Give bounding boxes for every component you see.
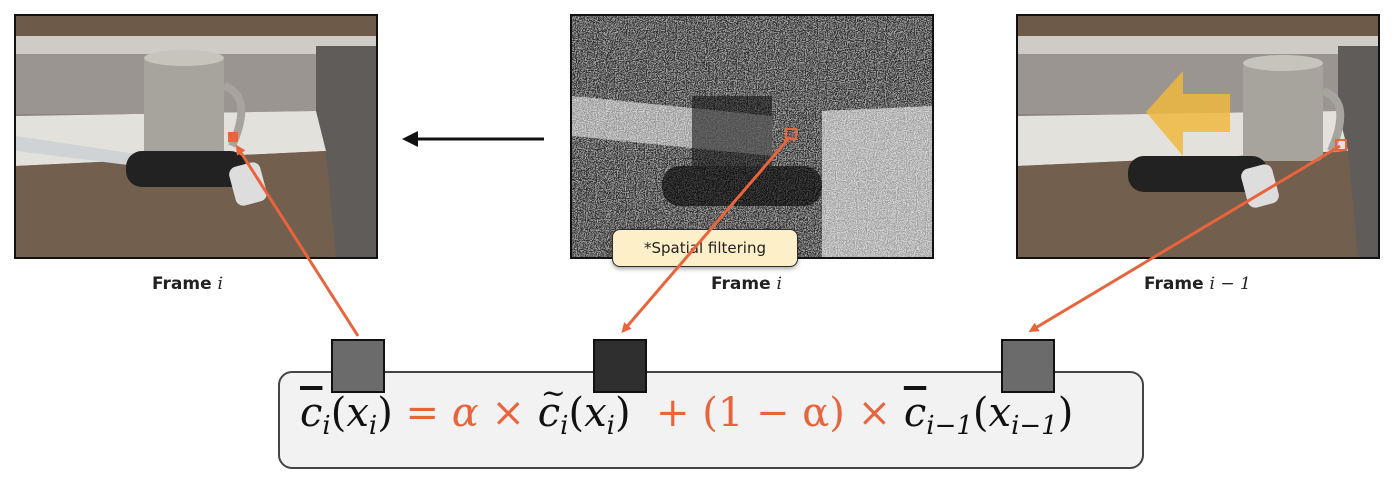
formula-mid-arg: x — [584, 390, 607, 436]
caption-label: Frame — [711, 274, 771, 294]
formula-paren: ( — [568, 390, 585, 436]
formula-paren: ( — [972, 390, 989, 436]
pixel-swatch-noisy — [593, 339, 647, 393]
formula-alpha-times: α × — [451, 390, 538, 436]
frame-caption-left: Frame i — [152, 274, 223, 294]
formula-paren: ( — [330, 390, 347, 436]
formula-paren: ) — [1057, 390, 1074, 436]
formula-prev-arg: x — [988, 390, 1012, 436]
frame-current-noisy — [570, 14, 934, 259]
caption-label: Frame — [1144, 274, 1204, 294]
formula-mid-base: c — [537, 390, 561, 436]
formula-equals: = — [392, 390, 452, 436]
pixel-swatch-current — [331, 339, 385, 393]
formula-mid-base-wrap: ~c — [537, 376, 566, 436]
pixel-swatch-previous — [1001, 339, 1055, 393]
frame-caption-right: Frame i − 1 — [1144, 274, 1251, 294]
formula-prev-base: c — [903, 390, 927, 436]
formula-panel — [278, 371, 1144, 469]
formula-lhs-arg-sub: i — [368, 411, 378, 441]
formula-paren: ) — [615, 390, 631, 436]
noisy-scene-image — [572, 16, 932, 257]
caption-label: Frame — [152, 274, 212, 294]
formula-plus-term: + (1 − α) × — [630, 390, 904, 436]
formula-mid-arg-sub: i — [606, 411, 615, 441]
caption-var: i — [776, 274, 782, 294]
formula-prev-arg-sub: i−1 — [1011, 411, 1058, 441]
formula-lhs-arg: x — [346, 390, 369, 436]
caption-var: i − 1 — [1209, 274, 1251, 294]
formula-lhs-sub: i — [322, 411, 331, 441]
formula-lhs-base: c — [300, 390, 323, 436]
formula-prev-sub: i−1 — [926, 411, 973, 441]
frame-current-denoised — [14, 14, 378, 259]
temporal-accumulation-formula: ci(xi) = α × ~ci(xi) + (1 − α) × ci−1(xi… — [300, 376, 1074, 441]
formula-mid-sub: i — [560, 411, 569, 441]
spatial-filtering-label: *Spatial filtering — [644, 239, 766, 257]
left-arrow-icon — [402, 131, 544, 147]
spatial-filtering-note: *Spatial filtering — [612, 229, 798, 267]
mug-scene-image — [16, 16, 376, 257]
formula-paren: ) — [377, 390, 393, 436]
motion-arrow-icon — [1146, 71, 1230, 156]
frame-previous-denoised — [1016, 14, 1380, 259]
caption-var: i — [217, 274, 223, 294]
frame-caption-middle: Frame i — [711, 274, 782, 294]
mug-scene-previous-image — [1018, 16, 1378, 257]
